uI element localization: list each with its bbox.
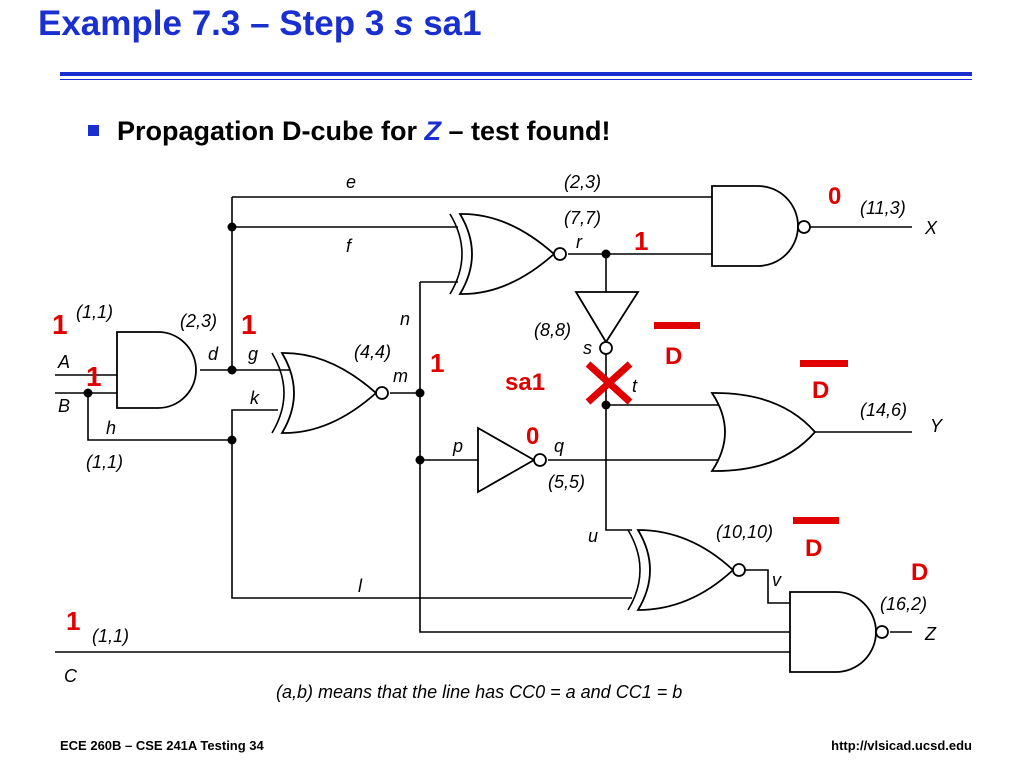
- cc-e: (2,3): [564, 172, 601, 192]
- xnor-gate-r: [449, 213, 567, 295]
- label-v: v: [772, 570, 782, 590]
- label-g: g: [248, 344, 258, 364]
- bullet-square-icon: [88, 125, 99, 136]
- label-n: n: [400, 309, 410, 329]
- label-h: h: [106, 418, 116, 438]
- value-s: D: [665, 343, 682, 370]
- logic-values: 0 1 1 1 1 1 D sa1 0 D D D 1: [52, 183, 928, 636]
- label-q: q: [554, 436, 564, 456]
- dbar-overbar-u: [793, 517, 839, 524]
- label-p: p: [452, 436, 463, 456]
- footer-course: ECE 260B – CSE 241A Testing 34: [60, 738, 264, 753]
- cc-r: (7,7): [564, 208, 601, 228]
- label-Y: Y: [930, 416, 944, 436]
- and-gate: [116, 331, 197, 409]
- value-Y: D: [812, 377, 829, 404]
- label-B: B: [58, 396, 70, 416]
- bullet-prefix: Propagation D-cube for: [117, 116, 425, 146]
- value-v: D: [911, 559, 928, 586]
- or-gate-y: [710, 392, 817, 472]
- junction-dot: [83, 388, 93, 398]
- title-suffix: sa1: [413, 4, 482, 43]
- junction-dot: [415, 455, 425, 465]
- bullet-variable: Z: [424, 116, 442, 146]
- legend-note: (a,b) means that the line has CC0 = a an…: [276, 682, 682, 702]
- value-C: 1: [66, 606, 80, 636]
- cc-s: (8,8): [534, 320, 571, 340]
- junction-dot: [227, 365, 237, 375]
- value-r: 1: [634, 226, 648, 256]
- value-u: D: [805, 535, 822, 562]
- value-g: 1: [241, 309, 257, 340]
- junction-dot: [227, 435, 237, 445]
- junction-dot: [601, 249, 611, 259]
- controllability-labels: (1,1) (1,1) (1,1) (2,3) (2,3) (7,7) (4,4…: [76, 172, 927, 646]
- nand-gate-z: [789, 591, 889, 673]
- wire-h: [87, 393, 232, 441]
- label-e: e: [346, 172, 356, 192]
- label-s: s: [583, 338, 592, 358]
- wire-k: [231, 409, 278, 440]
- value-B: 1: [86, 361, 102, 392]
- label-X: X: [924, 218, 938, 238]
- bullet-text: Propagation D-cube for Z – test found!: [117, 116, 611, 147]
- label-u: u: [588, 526, 598, 546]
- junction-dots: [83, 222, 611, 465]
- value-A: 1: [52, 309, 68, 340]
- label-A: A: [57, 352, 70, 372]
- inverter-q: [477, 426, 547, 494]
- cc-X: (11,3): [860, 198, 906, 218]
- inverter-s: [574, 291, 640, 355]
- cc-u: (10,10): [716, 522, 773, 542]
- wire-s: [605, 352, 632, 531]
- cc-m: (4,4): [354, 342, 391, 362]
- fault-x-icon: [585, 361, 633, 405]
- label-f: f: [346, 236, 353, 256]
- wire-v: [745, 569, 790, 604]
- junction-dot: [227, 222, 237, 232]
- label-d: d: [208, 344, 219, 364]
- label-m: m: [393, 366, 408, 386]
- label-l: l: [358, 576, 363, 596]
- dbar-overbar-s: [654, 322, 700, 329]
- title-prefix: Example 7.3 – Step 3: [38, 4, 395, 43]
- title-variable: s: [394, 4, 414, 43]
- wire-l: [231, 440, 632, 599]
- value-fault: sa1: [505, 369, 545, 396]
- xnor-gate-v: [627, 529, 746, 611]
- slide-title: Example 7.3 – Step 3 s sa1: [38, 4, 482, 44]
- label-r: r: [576, 232, 583, 252]
- title-rule-thin: [60, 79, 972, 80]
- bullet-suffix: – test found!: [441, 116, 611, 146]
- cc-d: (2,3): [180, 311, 217, 331]
- label-C: C: [64, 666, 78, 686]
- label-k: k: [250, 388, 260, 408]
- xnor-gate-m: [271, 352, 389, 434]
- cc-B: (1,1): [86, 452, 123, 472]
- value-q: 0: [526, 423, 539, 450]
- label-Z: Z: [924, 624, 937, 644]
- junction-dot: [415, 388, 425, 398]
- cc-q: (5,5): [548, 472, 585, 492]
- junction-dot: [601, 400, 611, 410]
- value-X: 0: [828, 183, 841, 210]
- cc-Z: (16,2): [880, 594, 927, 614]
- nand-gate-x: [711, 185, 811, 267]
- footer-url: http://vlsicad.ucsd.edu: [831, 738, 972, 753]
- cc-A: (1,1): [76, 302, 113, 322]
- value-m: 1: [430, 348, 444, 378]
- cc-Y: (14,6): [860, 400, 907, 420]
- label-t: t: [632, 376, 638, 396]
- wires: [55, 196, 912, 653]
- signal-labels: A B C d e f g h k l m n p q r s t u v X …: [57, 172, 944, 686]
- dbar-overbar-y: [800, 360, 848, 367]
- cc-C: (1,1): [92, 626, 129, 646]
- title-rule-thick: [60, 72, 972, 76]
- wire-n: [419, 282, 790, 633]
